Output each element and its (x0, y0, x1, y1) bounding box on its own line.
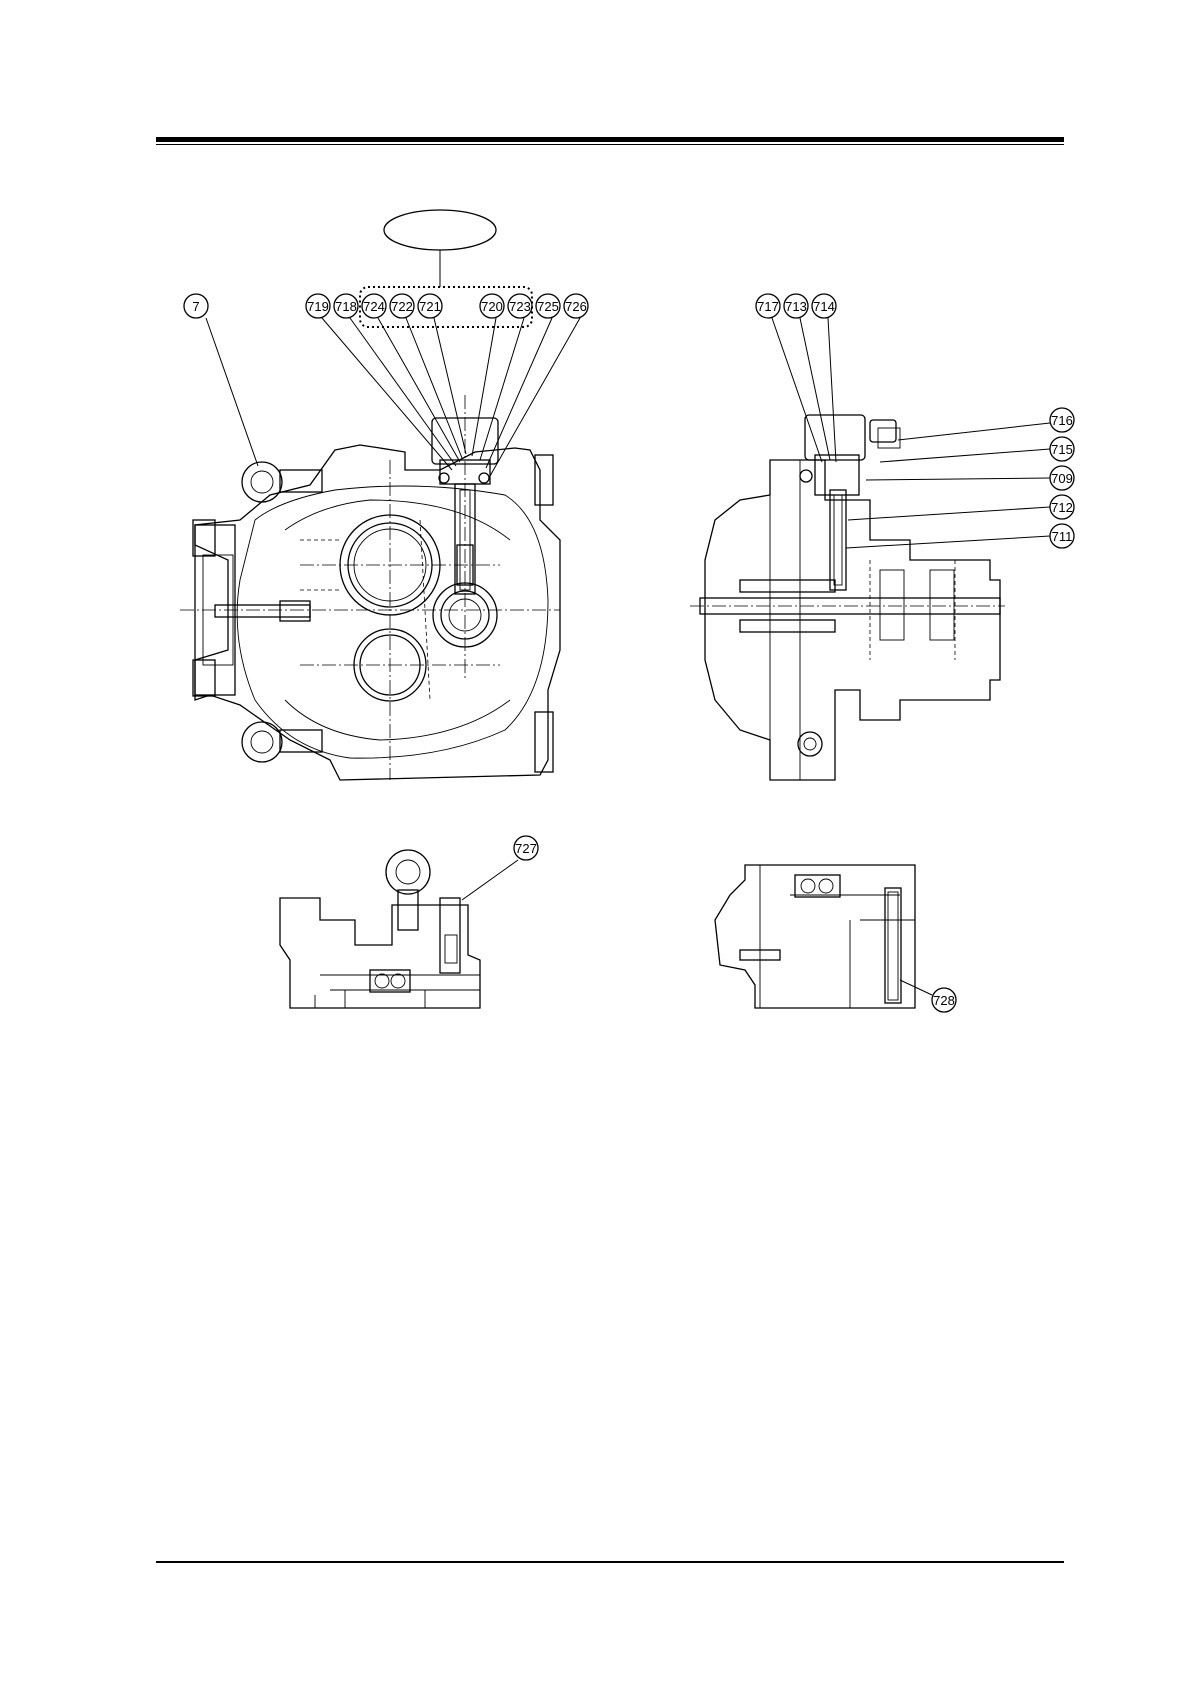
svg-text:718: 718 (335, 299, 357, 314)
callout-723: 723 (508, 294, 532, 318)
callout-719: 719 (306, 294, 330, 318)
svg-text:725: 725 (537, 299, 559, 314)
svg-text:727: 727 (515, 841, 537, 856)
detail-right-drawing (715, 865, 915, 1008)
svg-text:717: 717 (757, 299, 779, 314)
svg-text:715: 715 (1051, 442, 1073, 457)
callout-720: 720 (480, 294, 504, 318)
callout-716: 716 (1050, 408, 1074, 432)
callout-722: 722 (390, 294, 414, 318)
front-view-callouts: 7 719 718 724 722 721 720 723 725 726 (184, 294, 588, 318)
callout-714: 714 (812, 294, 836, 318)
front-view-drawing (180, 210, 560, 780)
callout-718: 718 (334, 294, 358, 318)
svg-text:7: 7 (192, 299, 199, 314)
side-view-drawing (690, 415, 1005, 780)
callout-713: 713 (784, 294, 808, 318)
svg-text:726: 726 (565, 299, 587, 314)
callout-727: 727 (514, 836, 538, 860)
svg-text:721: 721 (419, 299, 441, 314)
svg-text:716: 716 (1051, 413, 1073, 428)
callout-709: 709 (1050, 466, 1074, 490)
callout-728: 728 (932, 988, 956, 1012)
svg-text:712: 712 (1051, 500, 1073, 515)
svg-text:723: 723 (509, 299, 531, 314)
callout-712: 712 (1050, 495, 1074, 519)
svg-text:722: 722 (391, 299, 413, 314)
svg-text:709: 709 (1051, 471, 1073, 486)
callout-717: 717 (756, 294, 780, 318)
callout-715: 715 (1050, 437, 1074, 461)
detail-right-callout: 728 (900, 980, 956, 1012)
svg-text:714: 714 (813, 299, 835, 314)
callout-7: 7 (184, 294, 208, 318)
svg-text:711: 711 (1052, 529, 1073, 544)
side-view-leaders (772, 318, 1050, 548)
callout-711: 711 (1050, 524, 1074, 548)
svg-text:724: 724 (363, 299, 385, 314)
detail-left-drawing (280, 850, 480, 1008)
svg-text:728: 728 (933, 993, 955, 1008)
svg-text:713: 713 (785, 299, 807, 314)
detail-left-callout: 727 (462, 836, 538, 900)
callout-721: 721 (418, 294, 442, 318)
front-view-leaders (206, 318, 580, 476)
svg-text:719: 719 (307, 299, 329, 314)
side-view-callouts: 717 713 714 716 715 709 712 711 (756, 294, 1074, 548)
group-label-oval (384, 210, 496, 250)
svg-text:720: 720 (481, 299, 503, 314)
callout-725: 725 (536, 294, 560, 318)
callout-724: 724 (362, 294, 386, 318)
callout-726: 726 (564, 294, 588, 318)
